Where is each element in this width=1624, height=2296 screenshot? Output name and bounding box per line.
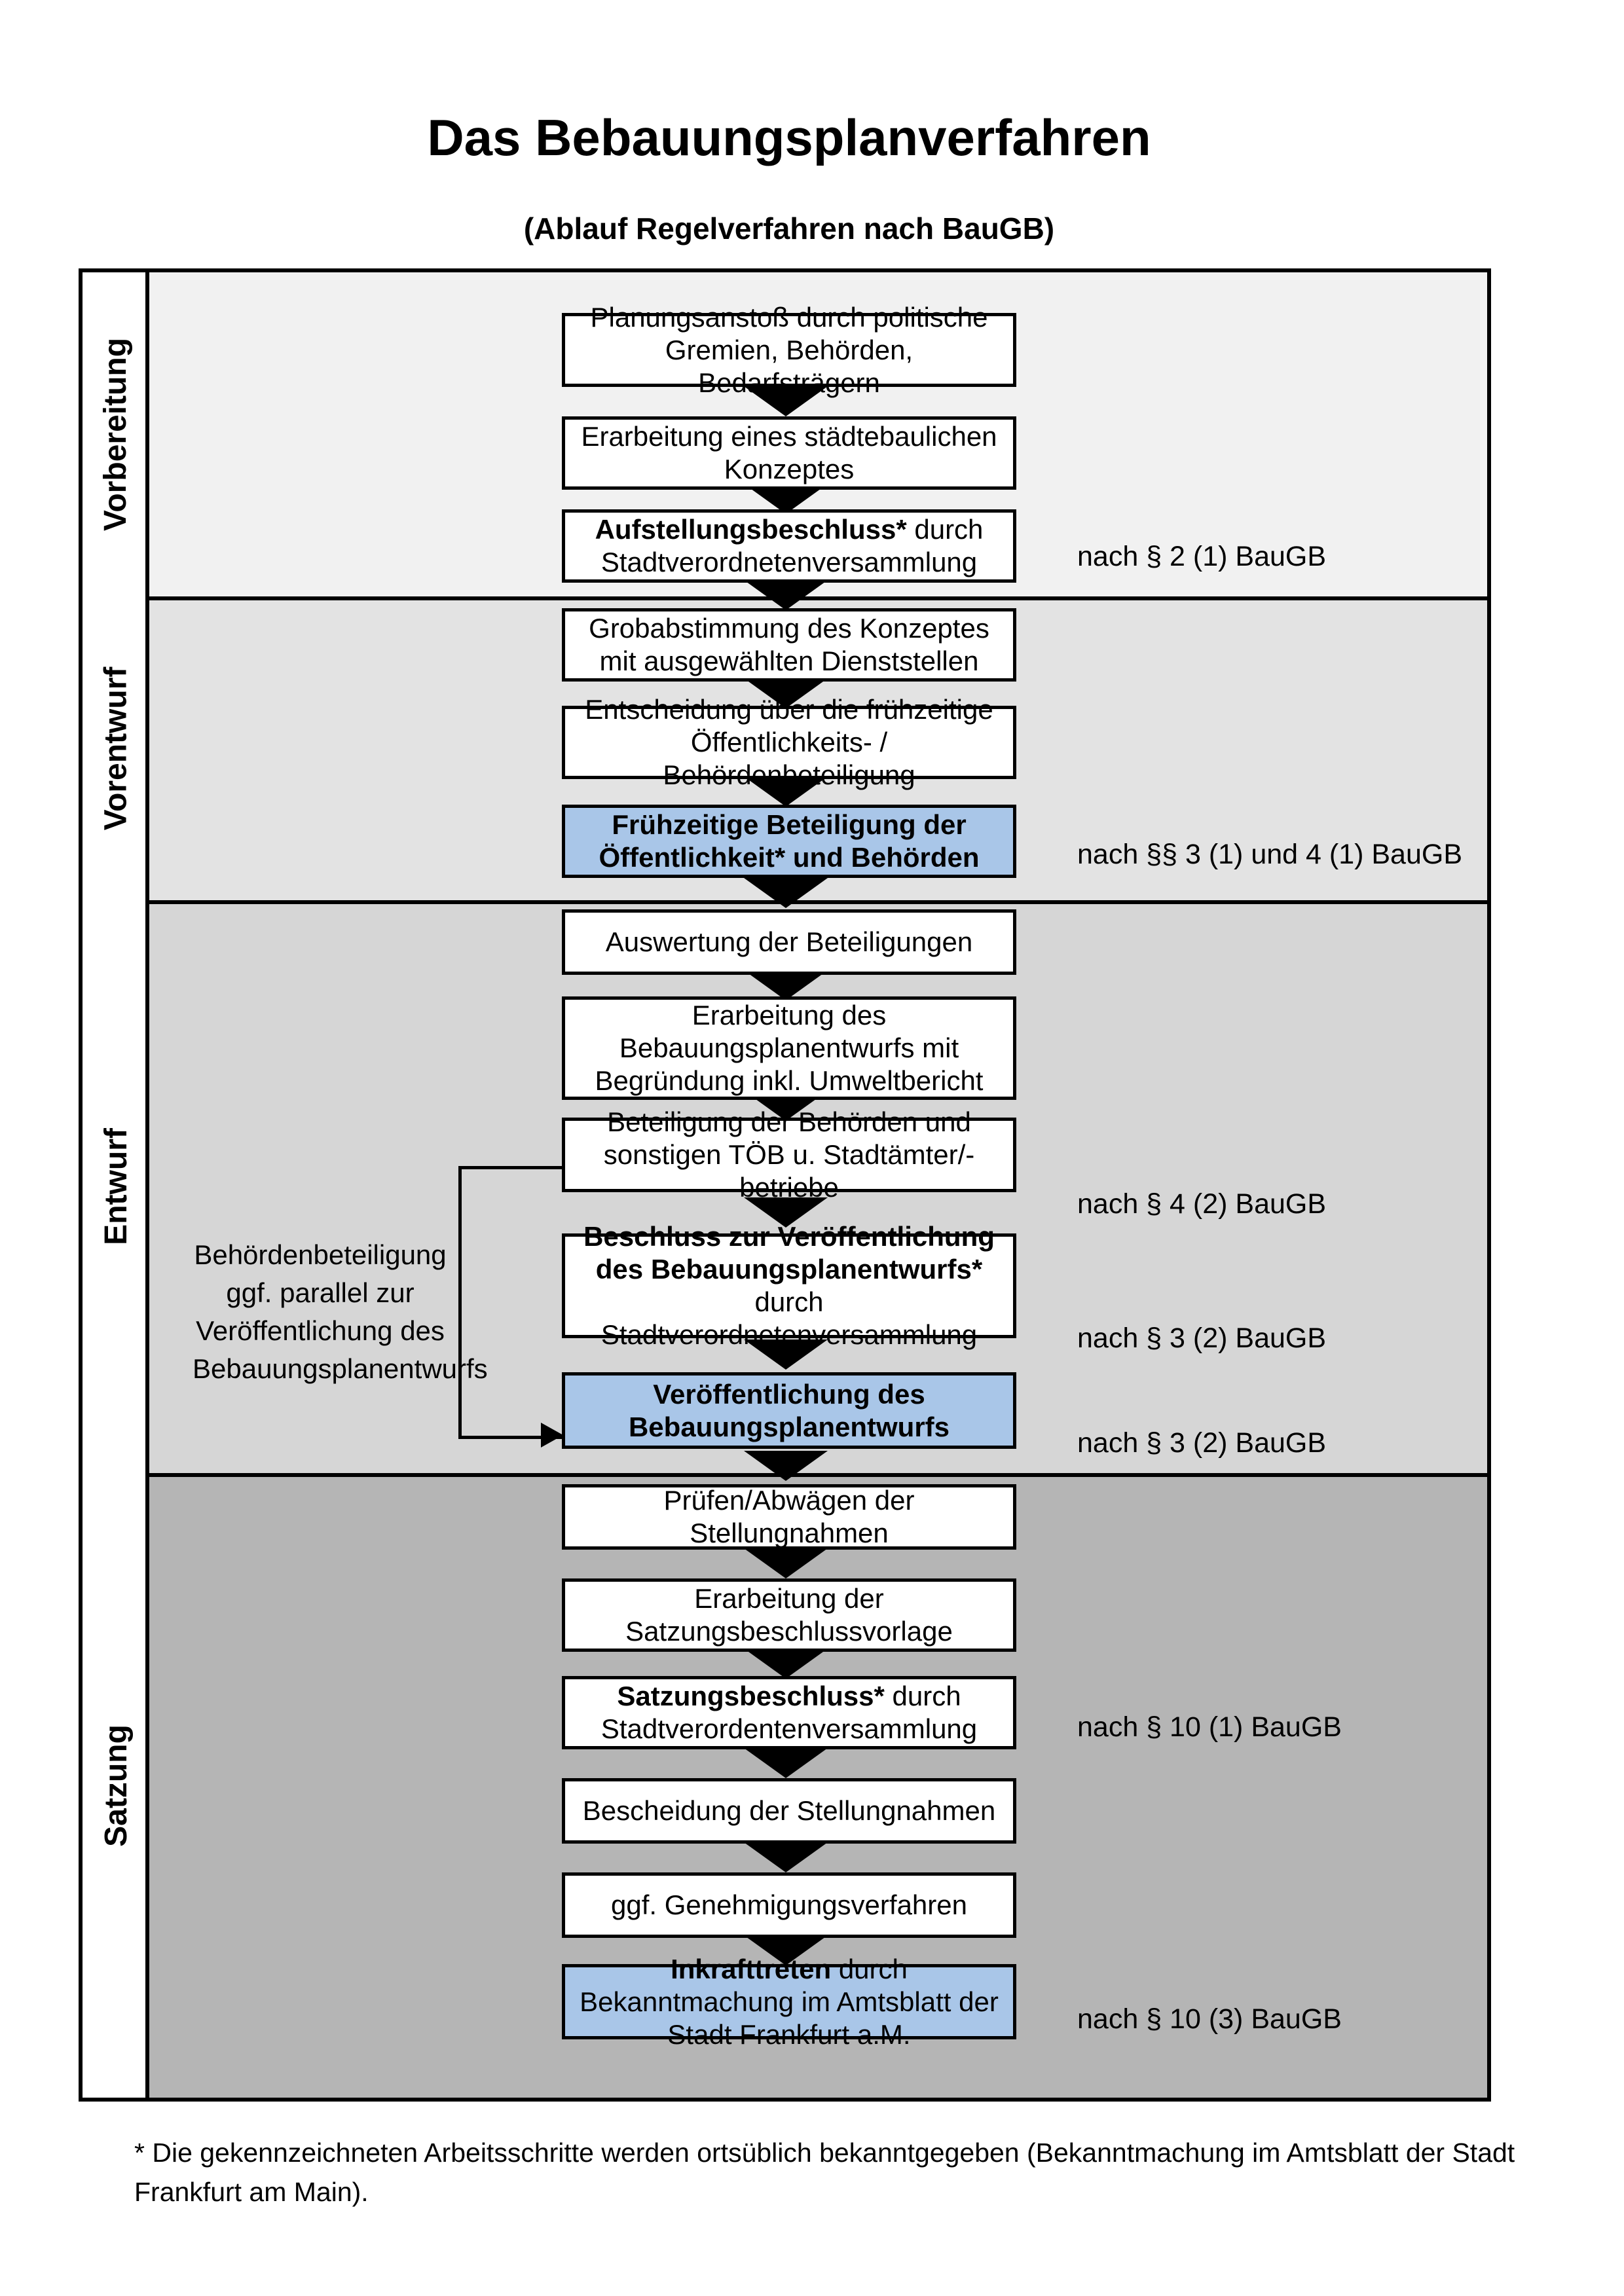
- down-arrow-icon: [744, 970, 828, 1000]
- step-grobabstimmung: Grobabstimmung des Konzeptes mit ausgewä…: [562, 608, 1016, 682]
- step-text-rest: ggf. Genehmigungsverfahren: [610, 1889, 967, 1920]
- step-text-rest: Beteiligung der Behörden und sonstigen T…: [603, 1106, 975, 1203]
- right-arrow-icon: [541, 1423, 563, 1448]
- step-erarbeitung-entwurf: Erarbeitung des Bebauungsplanentwurfs mi…: [562, 996, 1016, 1100]
- law-reference: nach § 2 (1) BauGB: [1077, 541, 1327, 572]
- page-subtitle: (Ablauf Regelverfahren nach BauGB): [523, 211, 1055, 246]
- phase-label-text: Satzung: [98, 1724, 134, 1847]
- step-text-rest: durch Stadtverordnetenversammlung: [600, 1286, 978, 1350]
- step-text: Planungsanstoß durch politische Gremien,…: [577, 301, 1001, 399]
- law-reference: nach § 10 (3) BauGB: [1077, 2003, 1342, 2035]
- down-arrow-icon: [744, 776, 828, 807]
- step-text: Entscheidung über die frühzeitige Öffent…: [577, 693, 1001, 792]
- step-inkrafttreten: Inkrafttreten durch Bekanntmachung im Am…: [562, 1954, 1016, 2050]
- procedure-diagram: Vorbereitung Vorentwurf Entwurf Satzung …: [79, 268, 1491, 2102]
- down-arrow-icon: [744, 1935, 828, 1965]
- law-reference: nach § 3 (2) BauGB: [1077, 1427, 1327, 1459]
- down-arrow-icon: [744, 580, 828, 610]
- step-text-bold: Satzungsbeschluss*: [617, 1681, 885, 1711]
- step-text: ggf. Genehmigungsverfahren: [611, 1889, 967, 1922]
- down-arrow-icon: [744, 1842, 828, 1872]
- law-reference: nach §§ 3 (1) und 4 (1) BauGB: [1077, 839, 1463, 870]
- down-arrow-icon: [744, 386, 828, 416]
- phase-label-text: Vorbereitung: [98, 337, 134, 532]
- step-beteiligung-behoerden-toeb: Beteiligung der Behörden und sonstigen T…: [562, 1106, 1016, 1203]
- down-arrow-icon: [744, 1197, 828, 1228]
- down-arrow-icon: [744, 878, 828, 908]
- down-arrow-icon: [744, 1649, 828, 1679]
- step-text-rest: Erarbeitung der Satzungsbeschlussvorlage: [625, 1583, 953, 1647]
- step-text: Erarbeitung des Bebauungsplanentwurfs mi…: [577, 999, 1001, 1097]
- parallel-note-line: Veröffentlichung des: [196, 1315, 445, 1346]
- step-satzungsbeschluss: Satzungsbeschluss* durch Stadtverordente…: [562, 1676, 1016, 1749]
- step-text-bold: Veröffentlichung des Bebauungsplanentwur…: [628, 1378, 950, 1442]
- parallel-note: Behördenbeteiligung ggf. parallel zur Ve…: [193, 1236, 488, 1388]
- step-text: Grobabstimmung des Konzeptes mit ausgewä…: [577, 612, 1001, 678]
- step-text: Frühzeitige Beteiligung der Öffentlichke…: [577, 809, 1001, 874]
- step-text-bold: Beschluss zur Veröffentlichung des Bebau…: [583, 1221, 995, 1285]
- down-arrow-icon: [744, 1748, 828, 1778]
- step-text: Erarbeitung der Satzungsbeschlussvorlage: [577, 1582, 1001, 1648]
- step-pruefen-abwaegen: Prüfen/Abwägen der Stellungnahmen: [562, 1484, 1016, 1550]
- parallel-note-line: Bebauungsplanentwurfs: [193, 1353, 488, 1384]
- step-staedtebauliches-konzept: Erarbeitung eines städtebaulichen Konzep…: [562, 416, 1016, 490]
- step-text-rest: Erarbeitung des Bebauungsplanentwurfs mi…: [595, 1000, 984, 1096]
- step-text: Beteiligung der Behörden und sonstigen T…: [577, 1106, 1001, 1204]
- parallel-connector: [458, 1166, 562, 1439]
- law-reference: nach § 10 (1) BauGB: [1077, 1711, 1342, 1743]
- step-entscheidung-fruehzeitige-beteiligung: Entscheidung über die frühzeitige Öffent…: [562, 694, 1016, 790]
- phase-label-text: Entwurf: [98, 1128, 134, 1245]
- step-text-rest: durch Stadtverordnetenversammlung: [600, 514, 984, 577]
- phase-label-vorentwurf: Vorentwurf: [83, 596, 149, 900]
- step-text: Bescheidung der Stellungnahmen: [583, 1795, 995, 1827]
- step-text-bold: Aufstellungsbeschluss*: [595, 514, 907, 545]
- step-auswertung-beteiligungen: Auswertung der Beteiligungen: [562, 909, 1016, 975]
- step-text: Veröffentlichung des Bebauungsplanentwur…: [577, 1378, 1001, 1444]
- step-aufstellungsbeschluss: Aufstellungsbeschluss* durch Stadtverord…: [562, 509, 1016, 583]
- law-reference: nach § 4 (2) BauGB: [1077, 1188, 1327, 1220]
- step-text-rest: Planungsanstoß durch politische Gremien,…: [590, 301, 988, 398]
- step-text-rest: Entscheidung über die frühzeitige Öffent…: [585, 694, 993, 790]
- down-arrow-icon: [744, 1339, 828, 1370]
- step-text-rest: durch Stadtverordentenversammlung: [600, 1681, 978, 1744]
- step-text-rest: Bescheidung der Stellungnahmen: [582, 1795, 996, 1826]
- step-text: Beschluss zur Veröffentlichung des Bebau…: [577, 1220, 1001, 1351]
- page-title: Das Bebauungsplanverfahren: [427, 109, 1151, 166]
- step-text-rest: Auswertung der Beteiligungen: [605, 926, 973, 957]
- step-text: Inkrafttreten durch Bekanntmachung im Am…: [577, 1953, 1001, 2051]
- step-text-rest: Erarbeitung eines städtebaulichen Konzep…: [581, 421, 997, 484]
- footnote: * Die gekennzeichneten Arbeitsschritte w…: [134, 2138, 1515, 2207]
- parallel-note-line: ggf. parallel zur: [226, 1277, 415, 1308]
- phase-label-entwurf: Entwurf: [83, 900, 149, 1473]
- phase-label-column: [83, 272, 149, 2098]
- step-text: Satzungsbeschluss* durch Stadtverordente…: [577, 1680, 1001, 1745]
- step-planungsanstoss: Planungsanstoß durch politische Gremien,…: [562, 302, 1016, 398]
- step-fruehzeitige-beteiligung: Frühzeitige Beteiligung der Öffentlichke…: [562, 805, 1016, 878]
- step-genehmigungsverfahren: ggf. Genehmigungsverfahren: [562, 1872, 1016, 1938]
- step-text: Auswertung der Beteiligungen: [606, 926, 972, 958]
- phase-label-satzung: Satzung: [83, 1473, 149, 2098]
- step-text-rest: Grobabstimmung des Konzeptes mit ausgewä…: [589, 613, 989, 676]
- step-text: Prüfen/Abwägen der Stellungnahmen: [577, 1484, 1001, 1550]
- step-text: Erarbeitung eines städtebaulichen Konzep…: [577, 420, 1001, 486]
- down-arrow-icon: [744, 1451, 828, 1481]
- step-text-rest: durch Bekanntmachung im Amtsblatt der St…: [580, 1953, 999, 2050]
- step-text-bold: Frühzeitige Beteiligung der Öffentlichke…: [599, 809, 980, 873]
- phase-label-vorbereitung: Vorbereitung: [83, 272, 149, 596]
- step-text: Aufstellungsbeschluss* durch Stadtverord…: [577, 513, 1001, 579]
- step-text-rest: Prüfen/Abwägen der Stellungnahmen: [663, 1485, 915, 1548]
- phase-label-text: Vorentwurf: [98, 666, 134, 830]
- down-arrow-icon: [744, 678, 828, 708]
- step-bescheidung-stellungnahmen: Bescheidung der Stellungnahmen: [562, 1778, 1016, 1844]
- step-erarbeitung-satzungsvorlage: Erarbeitung der Satzungsbeschlussvorlage: [562, 1578, 1016, 1652]
- parallel-note-line: Behördenbeteiligung: [194, 1239, 447, 1270]
- down-arrow-icon: [744, 1548, 828, 1578]
- step-text-bold: Inkrafttreten: [671, 1953, 832, 1984]
- step-beschluss-veroeffentlichung: Beschluss zur Veröffentlichung des Bebau…: [562, 1221, 1016, 1350]
- law-reference: nach § 3 (2) BauGB: [1077, 1322, 1327, 1354]
- step-veroeffentlichung-entwurf: Veröffentlichung des Bebauungsplanentwur…: [562, 1372, 1016, 1449]
